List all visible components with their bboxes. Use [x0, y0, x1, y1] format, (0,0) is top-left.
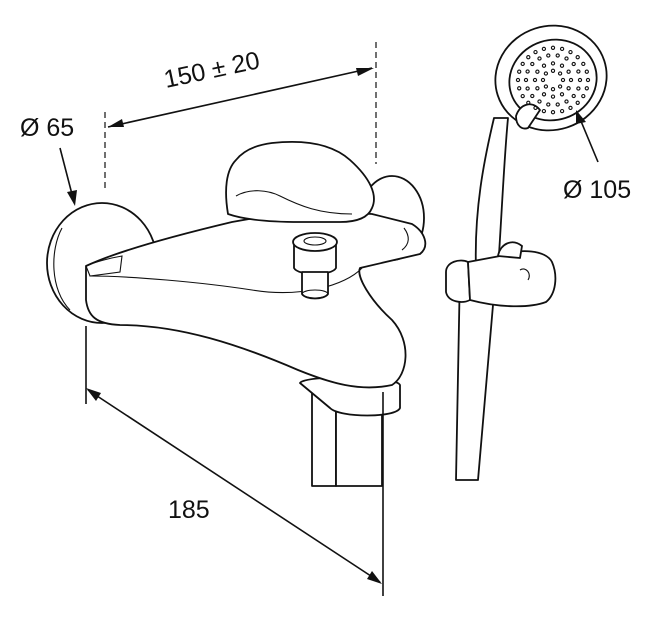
nozzle-hole	[517, 86, 522, 91]
nozzle-hole	[581, 61, 586, 67]
lever-handle	[225, 140, 375, 223]
nozzle-hole	[571, 61, 576, 67]
nozzle-hole	[535, 86, 540, 91]
nozzle-hole	[517, 69, 522, 74]
arrowhead-right	[356, 68, 374, 76]
nozzle-hole	[540, 77, 546, 83]
nozzle-hole	[537, 99, 542, 104]
nozzle-hole	[550, 110, 556, 115]
arrowhead-shower-head	[576, 110, 586, 124]
nozzle-hole	[541, 108, 547, 114]
nozzle-hole	[575, 100, 580, 105]
nozzle-hole	[575, 55, 580, 60]
nozzle-hole	[533, 49, 538, 55]
nozzle-hole	[557, 71, 563, 76]
nozzle-hole	[550, 68, 556, 73]
nozzle-hole	[523, 77, 529, 83]
nozzle-hole	[543, 71, 549, 76]
shower-nozzles	[515, 45, 591, 115]
dimension-line-spacing	[107, 67, 373, 128]
dimension-wall-flange: Ø 65	[20, 114, 77, 206]
nozzle-hole	[559, 46, 565, 52]
nozzle-hole	[555, 102, 560, 107]
nozzle-hole	[533, 105, 538, 111]
nozzle-hole	[559, 63, 565, 68]
nozzle-hole	[564, 56, 569, 61]
nozzle-hole	[555, 53, 560, 58]
arrowhead-projection-end	[367, 571, 382, 584]
nozzle-hole	[525, 86, 530, 91]
nozzle-hole	[537, 56, 542, 61]
nozzle-hole	[550, 45, 556, 50]
nozzle-hole	[566, 86, 571, 91]
nozzle-hole	[546, 53, 551, 58]
nozzle-hole	[541, 63, 547, 68]
nozzle-hole	[566, 69, 571, 74]
nozzle-hole	[564, 99, 569, 104]
nozzle-hole	[543, 84, 549, 89]
nozzle-hole	[550, 94, 556, 99]
nozzle-hole	[515, 77, 521, 83]
nozzle-hole	[530, 61, 535, 67]
outlet-pipes	[299, 376, 401, 487]
nozzle-hole	[585, 77, 591, 83]
nozzle-hole	[576, 86, 581, 91]
diverter-knob	[292, 232, 338, 300]
nozzle-hole	[584, 69, 589, 74]
shower-wall-bracket	[445, 241, 557, 308]
dimension-projection: 185	[85, 326, 384, 596]
nozzle-hole	[550, 87, 556, 92]
label-projection: 185	[168, 496, 210, 524]
label-wall-flange: Ø 65	[20, 114, 74, 142]
nozzle-hole	[584, 86, 589, 91]
nozzle-hole	[568, 105, 573, 111]
nozzle-hole	[557, 84, 563, 89]
nozzle-hole	[526, 100, 531, 105]
label-shower-head: Ø 105	[563, 176, 631, 204]
nozzle-hole	[546, 102, 551, 107]
nozzle-hole	[568, 49, 573, 55]
nozzle-hole	[577, 77, 583, 83]
nozzle-hole	[559, 108, 565, 114]
nozzle-hole	[560, 77, 566, 83]
dimension-shower-head: Ø 105	[563, 110, 631, 204]
nozzle-hole	[550, 61, 556, 66]
nozzle-hole	[530, 93, 535, 99]
label-spacing: 150 ± 20	[161, 46, 262, 94]
mixer-body	[85, 209, 427, 389]
nozzle-hole	[526, 55, 531, 60]
nozzle-hole	[576, 69, 581, 74]
arrowhead-left	[108, 119, 124, 127]
arrowhead-wall-flange	[67, 190, 77, 206]
nozzle-hole	[581, 93, 586, 99]
nozzle-hole	[541, 92, 547, 97]
nozzle-hole	[571, 93, 576, 99]
hand-shower	[455, 24, 608, 481]
arrowhead-projection-start	[86, 388, 101, 401]
nozzle-hole	[520, 61, 525, 67]
dimension-line-projection	[87, 389, 381, 583]
nozzle-hole	[568, 77, 574, 83]
nozzle-hole	[520, 93, 525, 99]
nozzle-hole	[525, 69, 530, 74]
nozzle-hole	[532, 77, 538, 83]
nozzle-hole	[559, 92, 565, 97]
nozzle-hole	[541, 46, 547, 52]
nozzle-hole	[535, 69, 540, 74]
